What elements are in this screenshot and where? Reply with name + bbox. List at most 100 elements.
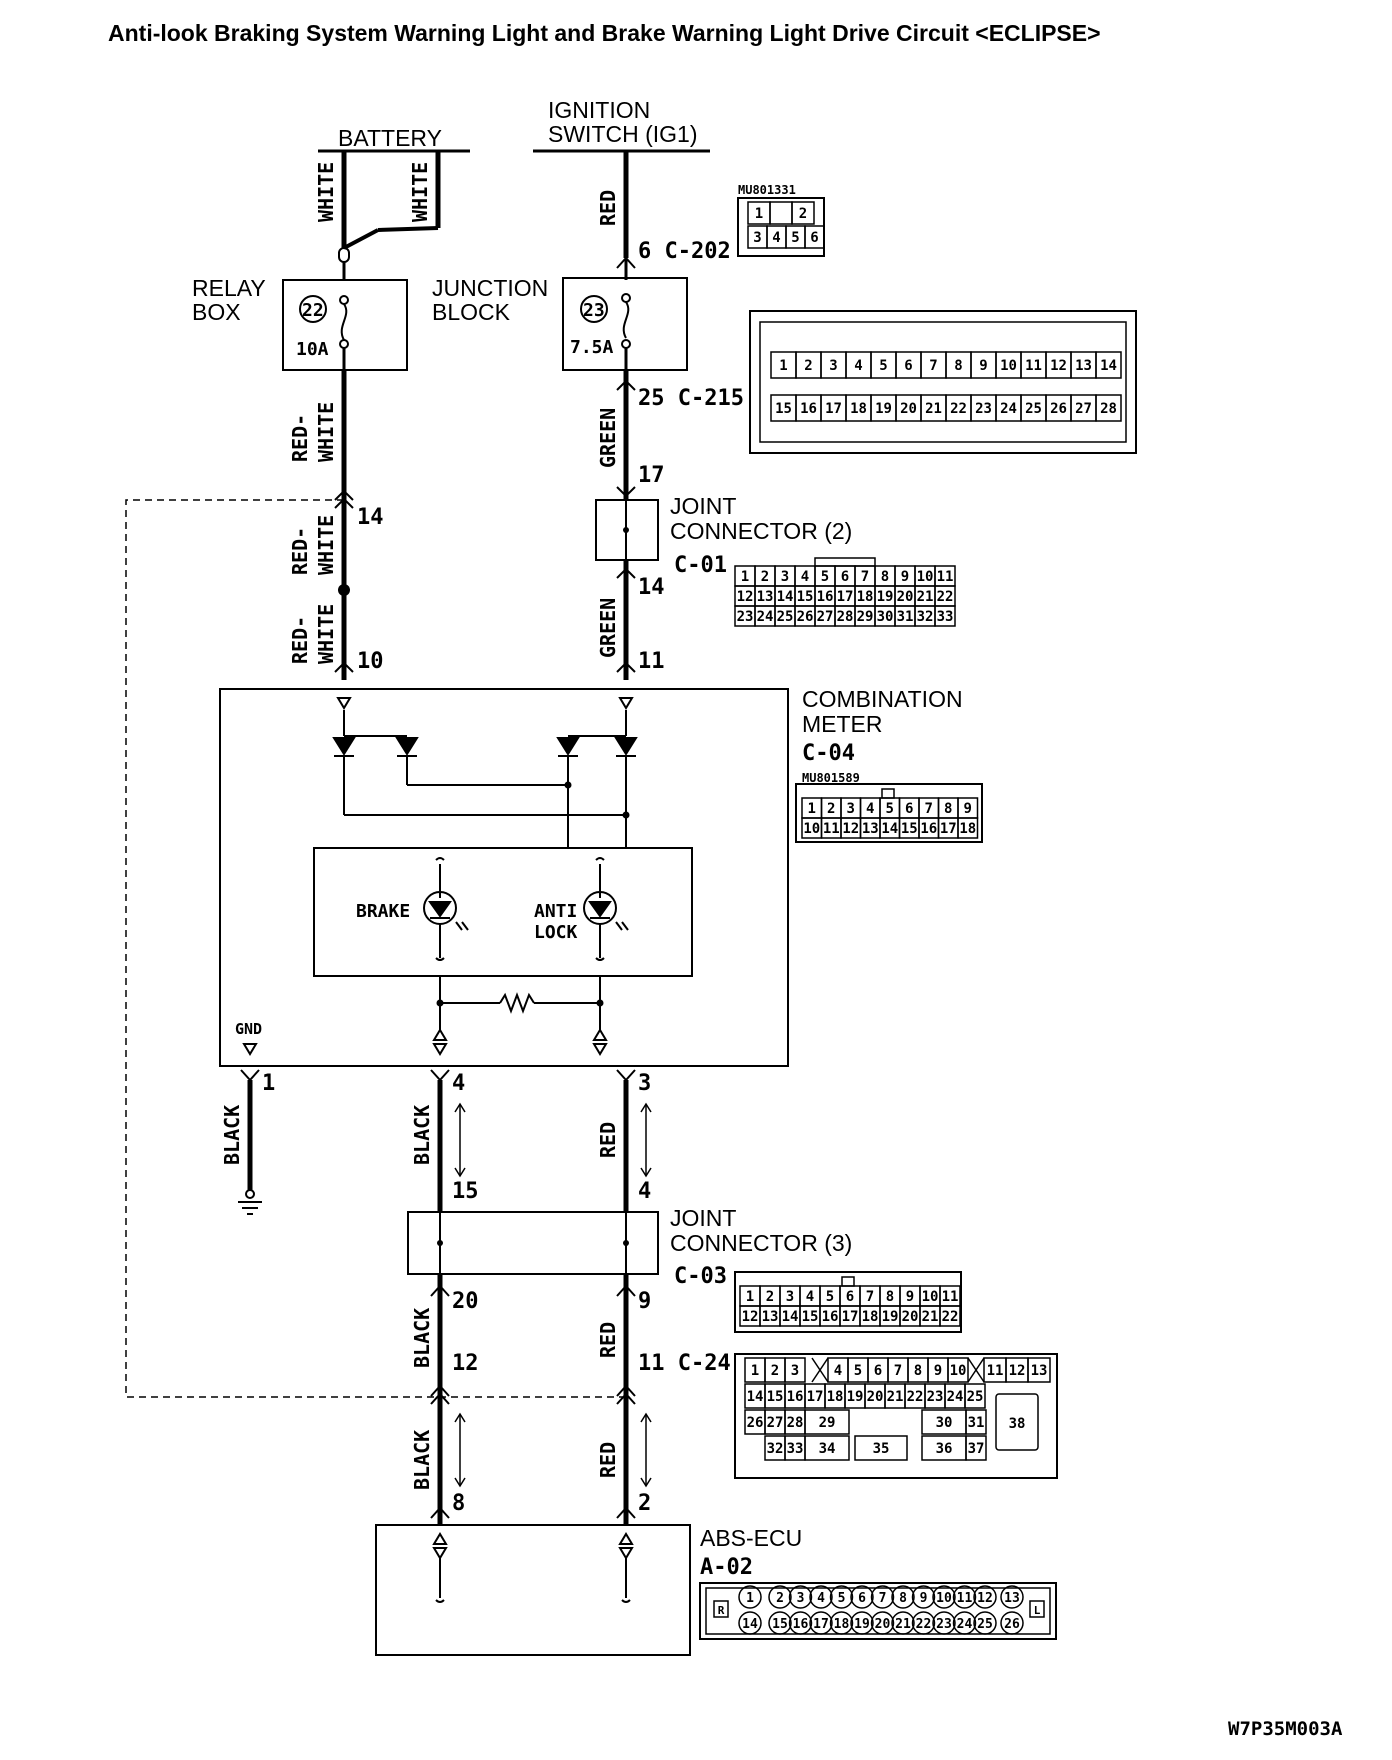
a02-r1-pin-circle [788,1585,813,1609]
c01-r1-pin-label: 2 [761,569,769,585]
joint3-dot-l [437,1240,443,1246]
c215-inner [759,321,1127,443]
c24-r4-pin-label: 32 [767,1441,784,1457]
abs-code: A-02 [700,1555,753,1580]
c24-r1b-pin-label: 9 [934,1363,942,1379]
a02-r1-pin-circle [768,1585,792,1609]
c01-r3-pin-label: 28 [837,609,854,625]
antilock-label-2: LOCK [534,922,578,943]
brake-label: BRAKE [356,901,410,922]
c24-r3-pin-label: 29 [819,1415,836,1431]
c24-r2-pin-label: 20 [867,1389,884,1405]
wire-white-2: WHITE [408,162,432,222]
c215-top-pin-label: 14 [1100,358,1117,374]
c03-r2-pin-label: 14 [782,1309,799,1325]
c01-r1-pin-label: 9 [901,569,909,585]
junction-dot-2 [622,811,630,819]
a02-r1-pin-circle [973,1585,997,1609]
a02-inner [705,1587,1051,1635]
c04-r1-pin-label: 7 [925,801,933,817]
pin-4b: 4 [638,1179,651,1204]
c24-r3-cell [804,1409,850,1435]
combination-meter-box [219,688,789,1067]
pin14-mark-top [334,489,354,501]
c215-bottom-pin-label: 15 [775,401,792,417]
c04-r2-pin-label: 17 [940,821,957,837]
pin-c215: 25 C-215 [638,386,744,411]
c04-r2-pin-label: 11 [823,821,840,837]
c24-blank-b2 [967,1357,985,1383]
a02-right-label: L [1034,1604,1041,1617]
c24-r2-pin-label: 17 [807,1389,824,1405]
c202-bottom-pin-label: 3 [753,230,761,246]
c24-r2-cell [964,1383,986,1409]
a02-r1-pin-circle [1000,1585,1024,1609]
c03-r2-pin-label: 17 [842,1309,859,1325]
wire-green-1-label: GREEN [596,408,620,468]
a02-r2-pin-label: 18 [834,1617,850,1632]
pin3-mark [616,1069,636,1082]
a02-r2-pin-circle [850,1611,874,1635]
c01-r2-pin-label: 16 [817,589,834,605]
pin4-mark [430,1069,450,1082]
relay-label-2: BOX [192,299,241,325]
ignition-label-2: SWITCH (IG1) [548,121,698,147]
ignition-label-1: IGNITION [548,97,650,123]
pin14b-mark [616,567,636,579]
pin-12: 12 [452,1351,479,1376]
c215-bottom-pin-label: 22 [950,401,967,417]
a02-r1-pin-circle [850,1585,874,1609]
a02-r1-pin-label: 2 [776,1591,784,1606]
c01-r3-pin-label: 32 [917,609,934,625]
c215-bottom-pin-label: 18 [850,401,867,417]
a02-r2-pin-circle [768,1611,792,1635]
relay-fuse-number: 22 [302,300,324,321]
c01-r3-cell [934,605,956,627]
pin-4: 4 [452,1071,465,1096]
pin-3: 3 [638,1071,651,1096]
c04-r1-pin-label: 3 [847,801,855,817]
c04-r2-pin-label: 10 [803,821,820,837]
c01-r2-pin-label: 20 [897,589,914,605]
c03-r2-pin-label: 18 [862,1309,879,1325]
c03-r1-pin-label: 9 [906,1289,914,1305]
joint3-label-2: CONNECTOR (3) [670,1230,852,1256]
c04-r2-pin-label: 16 [920,821,937,837]
a02-r1-pin-label: 6 [858,1591,866,1606]
ground-icon [238,1189,262,1215]
wire-red-3-label: RED [596,1442,620,1478]
junction-fuse-amp: 7.5A [570,337,614,358]
c01-r1-pin-label: 8 [881,569,889,585]
pin10-mark [334,661,354,673]
c215-top-pin-label: 8 [954,358,962,374]
c01-r2-pin-label: 21 [917,589,934,605]
diagram-title: Anti-look Braking System Warning Light a… [108,20,1101,46]
pin-11: 11 [638,649,665,674]
c01-r2-pin-label: 18 [857,589,874,605]
c24-face [734,1353,1058,1479]
c215-top-pin-label: 4 [854,358,862,374]
c215-top-pin-label: 11 [1025,358,1042,374]
antilock-label-1: ANTI [534,901,577,922]
c03-r1-pin-label: 5 [826,1289,834,1305]
c24-r1b-cell [947,1357,969,1383]
wire-red-2-label: RED [596,1322,620,1358]
c01-r1-pin-label: 3 [781,569,789,585]
wire-black-3-label: BLACK [410,1430,434,1490]
c24-r1a-pin-label: 3 [791,1363,799,1379]
a02-r2-pin-label: 22 [916,1617,932,1632]
wire-black-gnd-label: BLACK [220,1105,244,1165]
c04-r2-pin-label: 12 [842,821,859,837]
pin14-mark-bottom [334,497,354,509]
a02-r1-pin-circle [911,1585,936,1609]
c202-bottom-pin-label: 4 [772,230,780,246]
pin-20: 20 [452,1289,479,1314]
c01-r1-pin-label: 7 [861,569,869,585]
a02-r2-pin-label: 21 [895,1617,911,1632]
pin9-mark [616,1284,636,1297]
pin-9: 9 [638,1289,651,1314]
c24-r2-pin-label: 14 [747,1389,764,1405]
a02-r2-pin-circle [1000,1611,1024,1635]
c03-r1-pin-label: 10 [922,1289,939,1305]
